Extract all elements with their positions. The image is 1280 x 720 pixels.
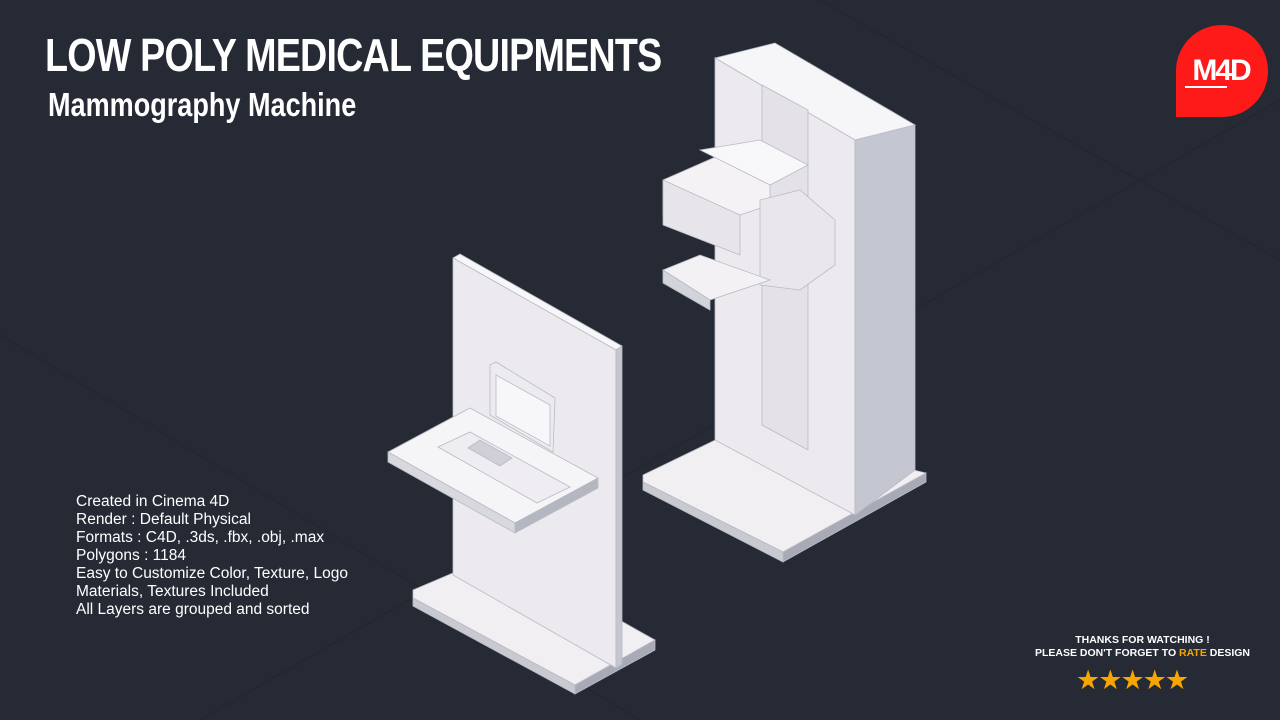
rate-highlight: RATE [1179,647,1207,659]
info-line: Render : Default Physical [76,511,251,528]
thanks-message: THANKS FOR WATCHING ! PLEASE DON'T FORGE… [1020,634,1265,660]
star-icon: ★ [1164,665,1189,695]
rate-reminder: PLEASE DON'T FORGET TO RATE DESIGN [1020,647,1265,660]
info-line: Formats : C4D, .3ds, .fbx, .obj, .max [76,529,325,546]
star-rating: ★★★★★ [1076,665,1189,695]
info-line: Easy to Customize Color, Texture, Logo [76,565,348,582]
reminder-suffix: DESIGN [1206,647,1251,659]
info-line: All Layers are grouped and sorted [76,601,310,618]
star-icon: ★ [1076,665,1100,695]
info-line: Created in Cinema 4D [76,493,230,510]
info-line: Materials, Textures Included [76,583,269,600]
info-line: Polygons : 1184 [76,547,187,564]
mammography-machine [642,42,928,563]
svg-text:M4D: M4D [1192,54,1251,87]
star-icon: ★ [1120,665,1144,695]
thanks-line: THANKS FOR WATCHING ! [1075,634,1210,646]
m4d-logo: M4D [1176,25,1268,117]
reminder-prefix: PLEASE DON'T FORGET TO [1034,647,1180,659]
star-icon: ★ [1142,665,1167,695]
page-subtitle: Mammography Machine [48,86,357,123]
star-icon: ★ [1098,665,1122,695]
page-title: LOW POLY MEDICAL EQUIPMENTS [45,29,662,81]
control-console [387,253,656,695]
product-info: Created in Cinema 4D Render : Default Ph… [76,493,348,619]
